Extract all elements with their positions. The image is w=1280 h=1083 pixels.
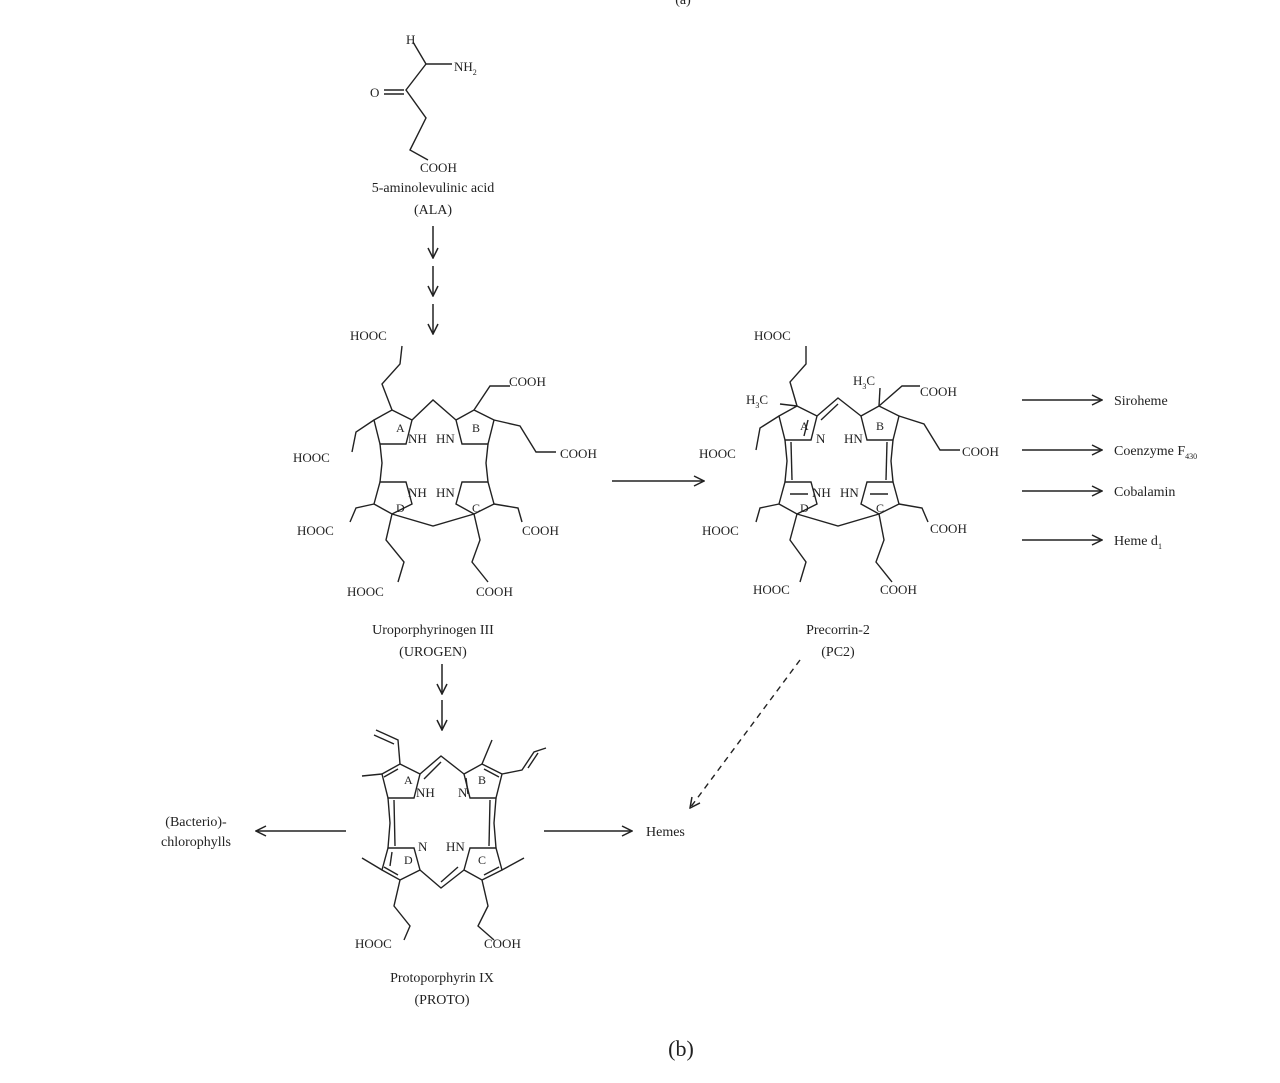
- proto-ring-b: B: [478, 773, 486, 787]
- urogen-structure: HOOC COOH HOOC COOH HOOC COOH HOOC COOH …: [293, 328, 597, 599]
- pc2-atom-hooc-bottom: HOOC: [753, 582, 790, 597]
- urogen-name: Uroporphyrinogen III: [372, 623, 494, 638]
- urogen-atom-hn-c: HN: [436, 485, 455, 500]
- urogen-atom-hooc-top: HOOC: [350, 328, 387, 343]
- product-heme-d1: Heme d1: [1114, 534, 1162, 551]
- pc2-ring-d: D: [800, 501, 809, 515]
- product-siroheme: Siroheme: [1114, 394, 1168, 409]
- ala-structure: H NH2 O COOH: [370, 32, 477, 175]
- pc2-abbr: (PC2): [821, 645, 855, 660]
- product-coenzyme-f430: Coenzyme F430: [1114, 444, 1197, 461]
- proto-ring-d: D: [404, 853, 413, 867]
- urogen-atom-cooh-right: COOH: [560, 446, 597, 461]
- product-bacteriochlorophylls-line2: chlorophylls: [161, 835, 231, 850]
- product-hemes: Hemes: [646, 825, 685, 840]
- urogen-atom-hooc-left: HOOC: [293, 450, 330, 465]
- pc2-atom-hn-c: HN: [840, 485, 859, 500]
- pc2-product-arrows: [1022, 400, 1102, 540]
- pc2-atom-n-a: N: [816, 431, 826, 446]
- pc2-name: Precorrin-2: [806, 623, 870, 638]
- urogen-ring-c: C: [472, 501, 480, 515]
- urogen-atom-hooc-bottom: HOOC: [347, 584, 384, 599]
- pc2-ring-a: A: [800, 419, 809, 433]
- proto-atom-n-d: N: [418, 839, 428, 854]
- urogen-ring-b: B: [472, 421, 480, 435]
- pc2-atom-hooc-lowleft: HOOC: [702, 523, 739, 538]
- pc2-atom-cooh-right: COOH: [962, 444, 999, 459]
- proto-ring-a: A: [404, 773, 413, 787]
- proto-ring-c: C: [478, 853, 486, 867]
- ala-atom-h: H: [406, 32, 415, 47]
- panel-label-a: (a): [675, 0, 691, 8]
- pc2-atom-hooc-left: HOOC: [699, 446, 736, 461]
- product-cobalamin: Cobalamin: [1114, 485, 1175, 500]
- urogen-atom-cooh-lowright: COOH: [522, 523, 559, 538]
- pc2-atom-h3c-b: H3C: [853, 373, 875, 391]
- pc2-atom-h3c-a: H3C: [746, 392, 768, 410]
- ala-atom-cooh: COOH: [420, 160, 457, 175]
- ala-abbr: (ALA): [414, 203, 452, 218]
- pc2-atom-hooc-top: HOOC: [754, 328, 791, 343]
- urogen-atom-nh-a: NH: [408, 431, 427, 446]
- proto-atom-n-b: N: [458, 785, 468, 800]
- product-bacteriochlorophylls-line1: (Bacterio)-: [165, 815, 227, 830]
- proto-abbr: (PROTO): [415, 993, 470, 1008]
- proto-atom-cooh-bottom: COOH: [484, 936, 521, 951]
- pc2-atom-cooh-bottom: COOH: [880, 582, 917, 597]
- pc2-atom-hn-b: HN: [844, 431, 863, 446]
- urogen-atom-cooh-bottom: COOH: [476, 584, 513, 599]
- proto-atom-hooc-bottom: HOOC: [355, 936, 392, 951]
- panel-label-b: (b): [668, 1036, 694, 1061]
- urogen-atom-cooh-tr: COOH: [509, 374, 546, 389]
- urogen-atom-nh-d: NH: [408, 485, 427, 500]
- pc2-atom-cooh-tr: COOH: [920, 384, 957, 399]
- urogen-abbr: (UROGEN): [399, 645, 467, 660]
- pc2-atom-nh-d: NH: [812, 485, 831, 500]
- ala-atom-o: O: [370, 85, 379, 100]
- urogen-ring-a: A: [396, 421, 405, 435]
- ala-name: 5-aminolevulinic acid: [372, 181, 494, 196]
- pc2-ring-c: C: [876, 501, 884, 515]
- proto-structure: NH N N HN A B D C HOOC COOH: [355, 729, 547, 951]
- proto-name: Protoporphyrin IX: [390, 971, 494, 986]
- proto-atom-nh-a: NH: [416, 785, 435, 800]
- urogen-ring-d: D: [396, 501, 405, 515]
- proto-atom-hn-c: HN: [446, 839, 465, 854]
- pc2-structure: HOOC H3C H3C COOH HOOC COOH HOOC COOH HO…: [699, 328, 999, 597]
- ala-atom-nh2: NH2: [454, 59, 477, 77]
- pc2-to-hemes-dashed-arrow: [690, 659, 801, 808]
- pc2-ring-b: B: [876, 419, 884, 433]
- urogen-atom-hooc-lowleft: HOOC: [297, 523, 334, 538]
- pc2-atom-cooh-lowright: COOH: [930, 521, 967, 536]
- urogen-atom-hn-b: HN: [436, 431, 455, 446]
